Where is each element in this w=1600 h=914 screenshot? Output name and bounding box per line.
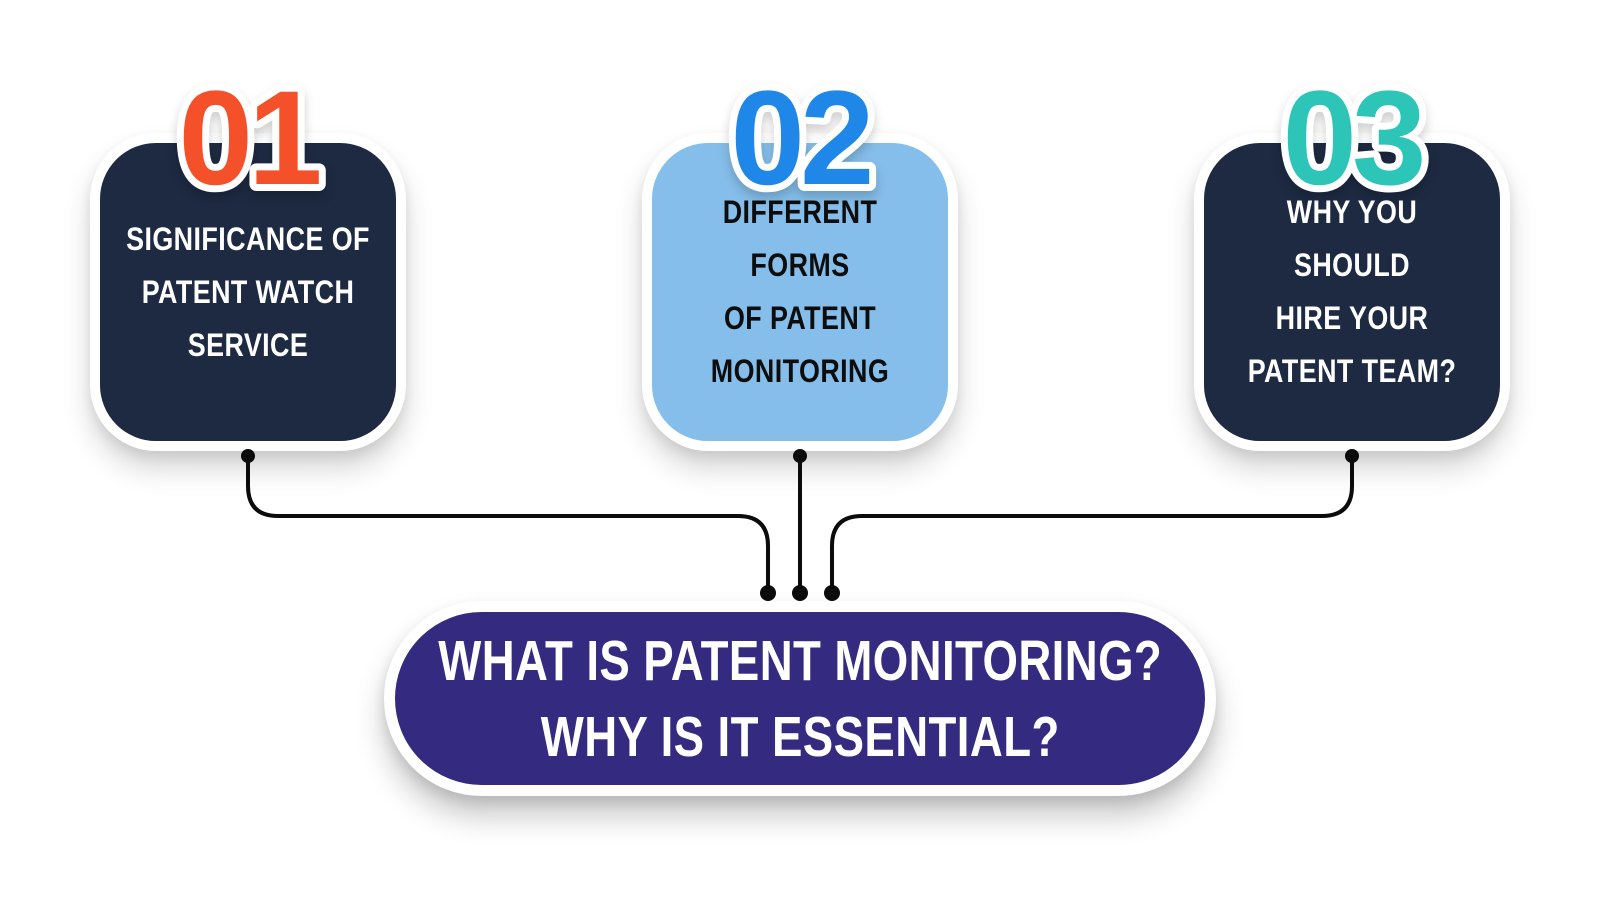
card-hire-team: 03 WHY YOU SHOULD HIRE YOUR PATENT TEAM? xyxy=(1194,57,1510,451)
card-title-forms: DIFFERENT FORMS OF PATENT MONITORING xyxy=(676,186,925,398)
card-title-line: SIGNIFICANCE OF xyxy=(126,220,370,257)
connector-path-right xyxy=(830,454,1354,594)
card-title-line: PATENT WATCH xyxy=(141,273,355,310)
card-title-line: SERVICE xyxy=(187,326,309,363)
card-title-line: HIRE YOUR xyxy=(1275,300,1429,336)
card-number-01: 01 xyxy=(178,64,319,213)
card-title-line: OF PATENT xyxy=(723,300,877,336)
footer-title-line: WHY IS IT ESSENTIAL? xyxy=(540,704,1060,769)
card-number-03-badge: 03 xyxy=(1275,57,1434,220)
connector-dot-top-middle xyxy=(793,449,807,463)
footer-banner: WHAT IS PATENT MONITORING? WHY IS IT ESS… xyxy=(384,601,1216,796)
connector-dot-bottom-left xyxy=(760,585,776,601)
card-title-line: DIFFERENT FORMS xyxy=(722,194,878,283)
card-forms: 02 DIFFERENT FORMS OF PATENT MONITORING xyxy=(642,57,958,451)
card-title-line: WHY YOU SHOULD xyxy=(1286,194,1418,283)
card-title-line: PATENT TEAM? xyxy=(1247,353,1457,389)
card-title-significance: SIGNIFICANCE OF PATENT WATCH SERVICE xyxy=(124,213,373,372)
card-title-line: MONITORING xyxy=(710,353,890,389)
card-number-02-badge: 02 xyxy=(723,57,882,220)
footer-title: WHAT IS PATENT MONITORING? WHY IS IT ESS… xyxy=(395,623,1205,775)
connector-path-left xyxy=(246,454,770,594)
card-significance: 01 SIGNIFICANCE OF PATENT WATCH SERVICE xyxy=(90,57,406,451)
card-number-03: 03 xyxy=(1282,64,1422,213)
connector-dot-bottom-middle xyxy=(792,585,808,601)
connector-dot-top-right xyxy=(1345,449,1359,463)
footer-title-line: WHAT IS PATENT MONITORING? xyxy=(438,628,1162,693)
card-number-02: 02 xyxy=(730,64,870,213)
connector-dot-top-left xyxy=(241,449,255,463)
card-title-hire-team: WHY YOU SHOULD HIRE YOUR PATENT TEAM? xyxy=(1228,186,1477,398)
card-number-01-badge: 01 xyxy=(171,57,331,220)
connector-dot-bottom-right xyxy=(824,585,840,601)
